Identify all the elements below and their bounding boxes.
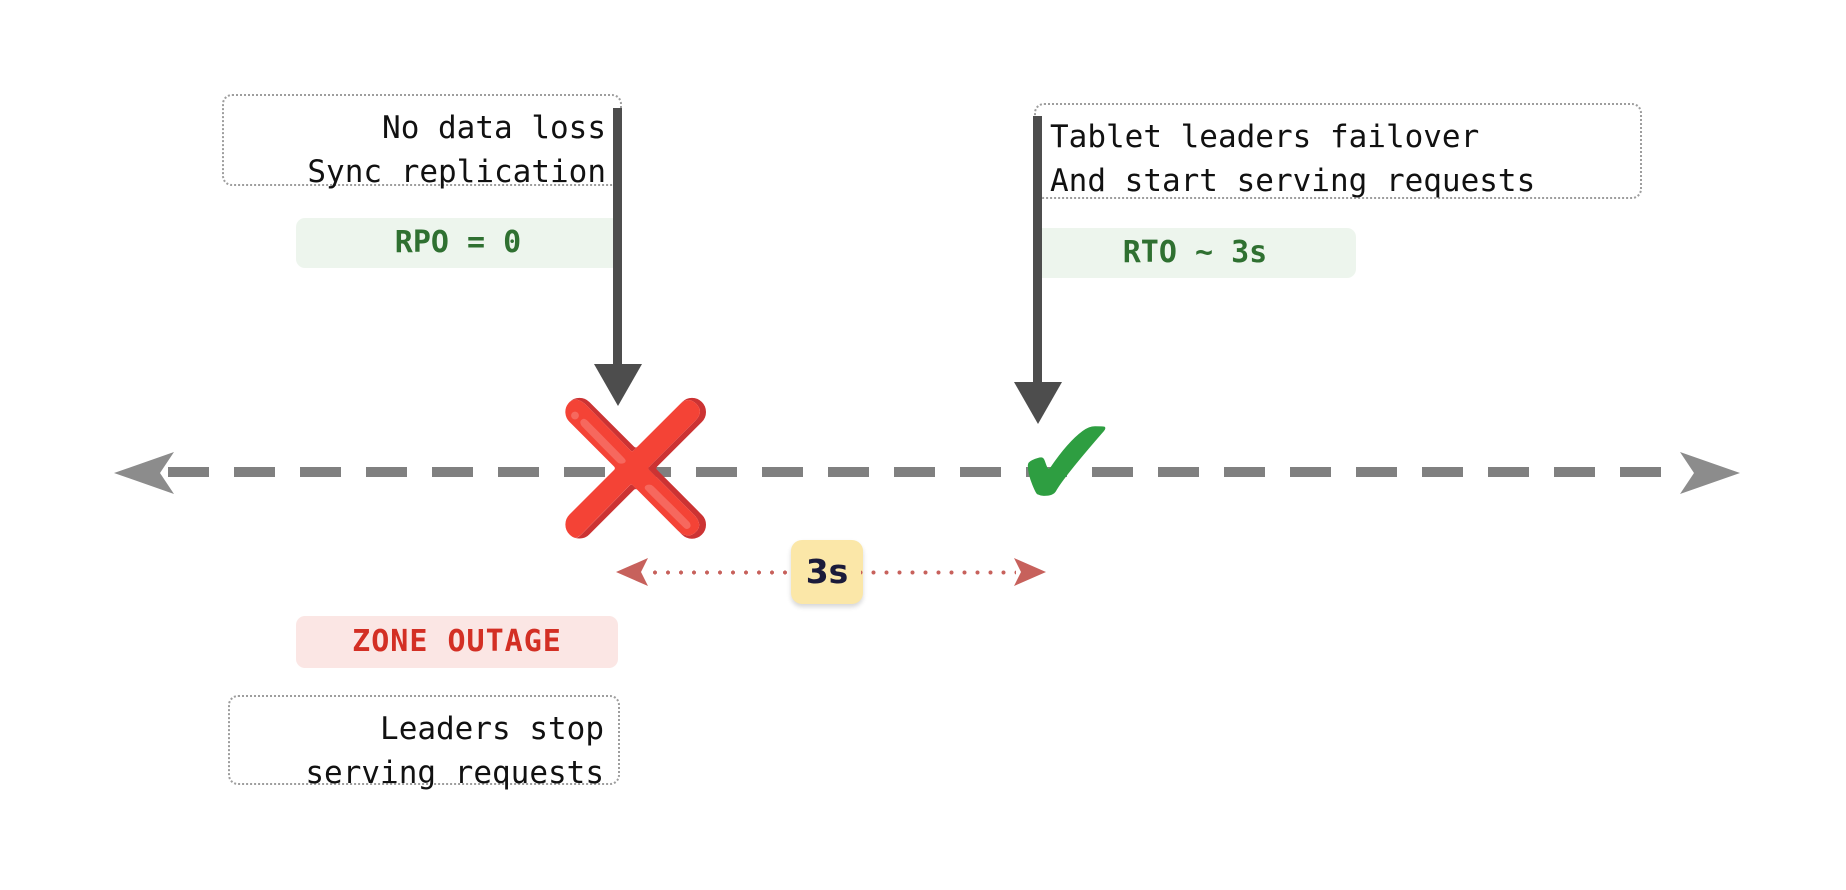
badge-rto: RTO ~ 3s bbox=[1034, 228, 1356, 278]
callout-leaders-stop-serving: Leaders stop serving requests bbox=[228, 695, 620, 791]
connector-arrowhead-recovery bbox=[1014, 382, 1062, 424]
measure-line-left bbox=[645, 570, 795, 575]
callout-no-data-loss: No data loss Sync replication bbox=[222, 94, 622, 190]
timeline-arrow-right-icon bbox=[1680, 452, 1740, 494]
check-mark-icon: ✔ bbox=[1013, 389, 1121, 538]
callout-tablet-leaders-failover: Tablet leaders failover And start servin… bbox=[1034, 103, 1642, 199]
cross-mark-icon: ❌ bbox=[556, 394, 716, 543]
measure-value-chip: 3s bbox=[791, 540, 863, 604]
timeline-track bbox=[168, 467, 1678, 477]
connector-line-outage bbox=[613, 108, 622, 378]
badge-zone-outage: ZONE OUTAGE bbox=[296, 616, 618, 668]
measure-arrow-right-icon bbox=[1014, 558, 1046, 586]
timeline-arrow-left-icon bbox=[114, 452, 174, 494]
connector-arrowhead-outage bbox=[594, 364, 642, 406]
measure-line-right bbox=[861, 570, 1016, 575]
measure-arrow-left-icon bbox=[616, 558, 648, 586]
badge-rpo: RPO = 0 bbox=[296, 218, 620, 268]
connector-line-recovery bbox=[1033, 116, 1042, 396]
